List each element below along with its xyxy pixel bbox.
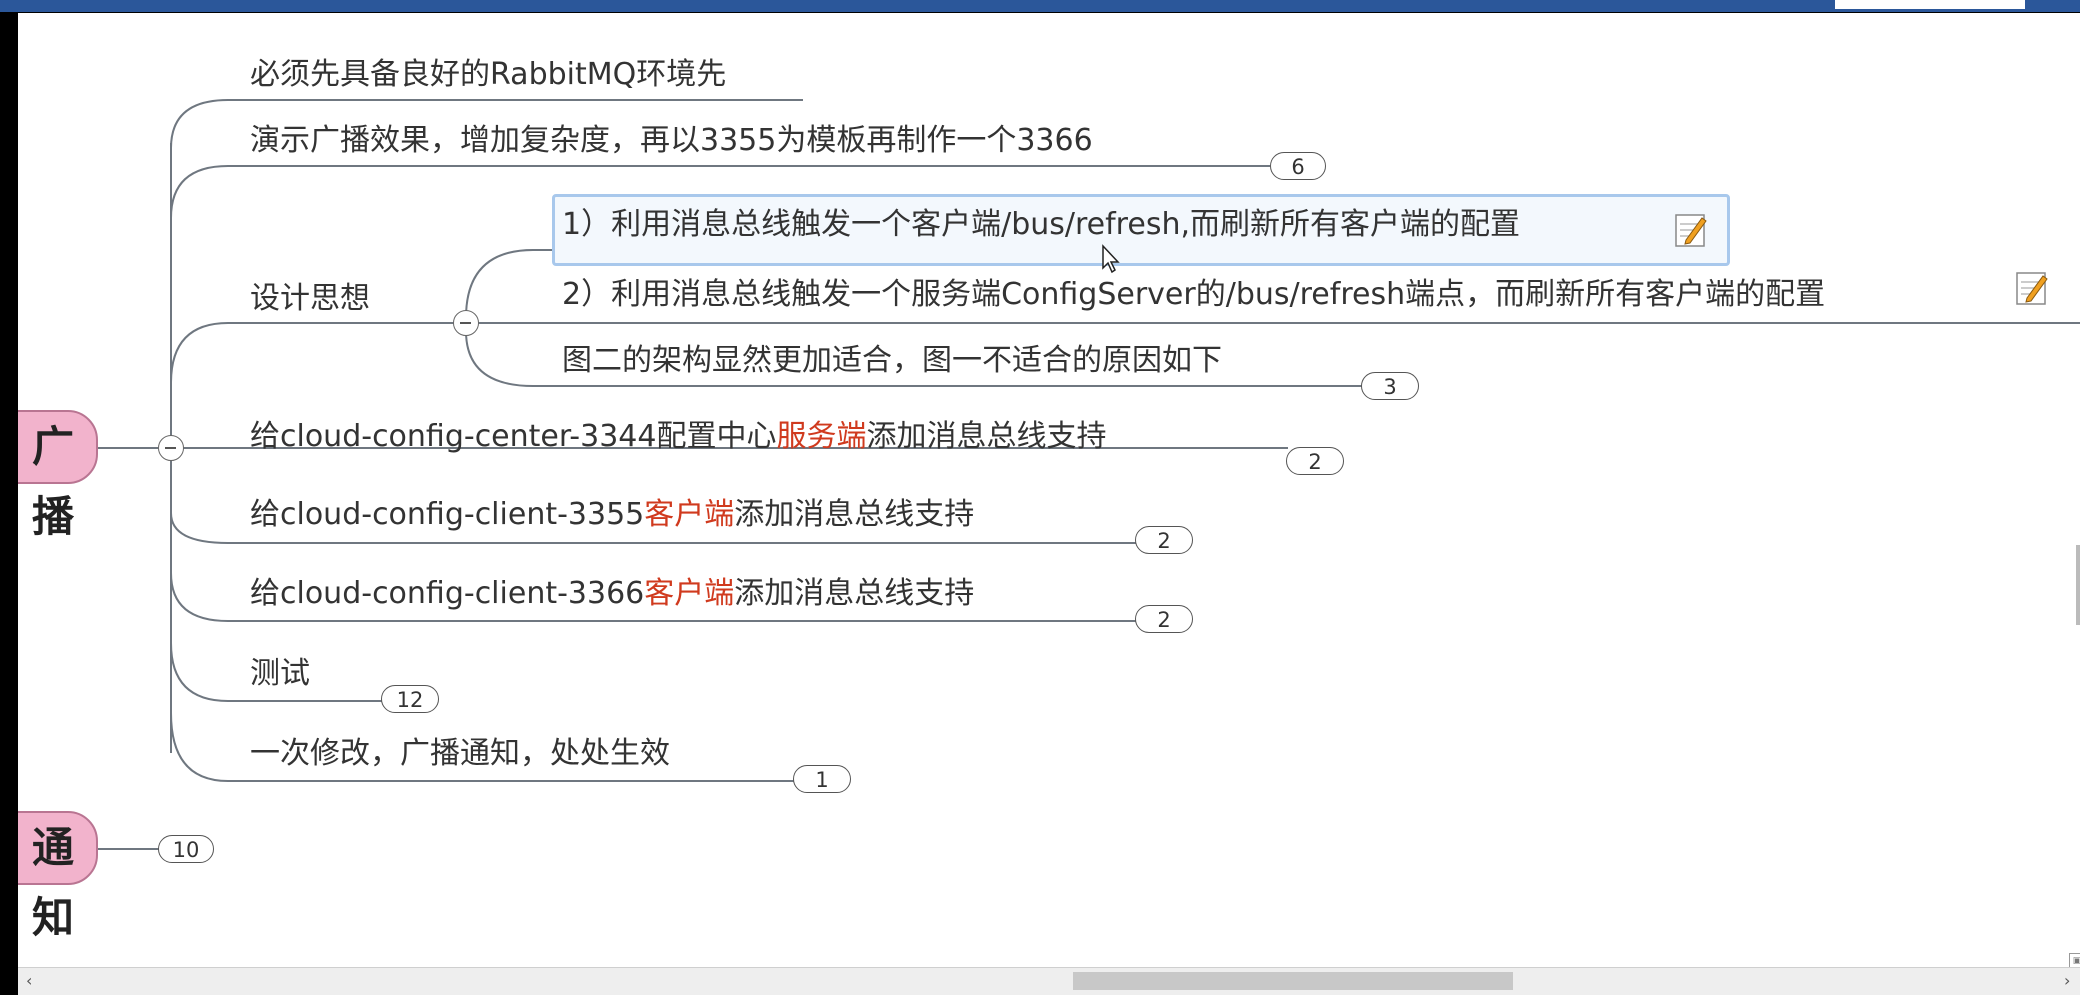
- central-topic-notify[interactable]: 通知: [18, 811, 98, 942]
- note-pencil-icon[interactable]: [2015, 270, 2049, 306]
- selected-topic-highlight: [552, 194, 1730, 266]
- horizontal-scrollbar-thumb[interactable]: [1073, 972, 1513, 990]
- topic-prefix: 给cloud-config-center-3344配置中心: [250, 419, 777, 454]
- top-toolbar: [0, 0, 2080, 12]
- mouse-cursor-icon: [1102, 244, 1120, 274]
- topic-rabbitmq-env[interactable]: 必须先具备良好的RabbitMQ环境先: [250, 57, 727, 92]
- scroll-left-icon[interactable]: ‹: [26, 971, 33, 990]
- central-topic-label: 广播: [31, 422, 74, 541]
- topic-prefix: 给cloud-config-client-3355: [250, 497, 645, 532]
- subtopic-server-refresh[interactable]: 2）利用消息总线触发一个服务端ConfigServer的/bus/refresh…: [562, 277, 1826, 312]
- collapsed-count-badge[interactable]: 12: [381, 685, 439, 713]
- topic-one-change-broadcast[interactable]: 一次修改，广播通知，处处生效: [250, 736, 670, 771]
- resize-corner-icon[interactable]: ▣: [2069, 953, 2080, 968]
- topic-suffix: 添加消息总线支持: [734, 576, 975, 611]
- subtopic-architecture-note[interactable]: 图二的架构显然更加适合，图一不适合的原因如下: [562, 343, 1222, 378]
- central-topic-broadcast[interactable]: 广播: [18, 410, 98, 541]
- topic-config-center-bus[interactable]: 给cloud-config-center-3344配置中心服务端添加消息总线支持: [250, 419, 1106, 455]
- topic-testing[interactable]: 测试: [250, 656, 310, 691]
- topic-client-3366-bus[interactable]: 给cloud-config-client-3366客户端添加消息总线支持: [250, 576, 974, 612]
- collapsed-count-badge[interactable]: 3: [1361, 372, 1419, 400]
- topic-client-3355-bus[interactable]: 给cloud-config-client-3355客户端添加消息总线支持: [250, 497, 974, 533]
- horizontal-scrollbar[interactable]: ‹ ›: [18, 967, 2080, 995]
- collapsed-count-badge[interactable]: 10: [158, 835, 214, 863]
- topic-broadcast-demo[interactable]: 演示广播效果，增加复杂度，再以3355为模板再制作一个3366: [250, 123, 1093, 158]
- scroll-right-icon[interactable]: ›: [2064, 971, 2071, 990]
- note-pencil-icon[interactable]: [1674, 212, 1708, 248]
- topic-highlight: 客户端: [644, 576, 735, 611]
- collapsed-count-badge[interactable]: 2: [1286, 447, 1344, 475]
- collapsed-count-badge[interactable]: 6: [1270, 152, 1326, 180]
- topic-design-thinking[interactable]: 设计思想: [250, 281, 370, 316]
- collapsed-count-badge[interactable]: 2: [1135, 605, 1193, 633]
- topic-highlight: 客户端: [644, 497, 735, 532]
- central-topic-label: 通知: [31, 823, 74, 942]
- topic-suffix: 添加消息总线支持: [866, 419, 1107, 454]
- topic-prefix: 给cloud-config-client-3366: [250, 576, 645, 611]
- collapsed-count-badge[interactable]: 2: [1135, 526, 1193, 554]
- topic-highlight: 服务端: [776, 419, 867, 454]
- topic-suffix: 添加消息总线支持: [734, 497, 975, 532]
- vertical-scrollbar-thumb[interactable]: [2076, 545, 2080, 625]
- search-input[interactable]: [1835, 0, 2025, 9]
- collapse-minus-icon[interactable]: [158, 435, 184, 461]
- collapse-minus-icon[interactable]: [453, 310, 479, 336]
- collapsed-count-badge[interactable]: 1: [793, 765, 851, 793]
- mindmap-canvas: 广播 通知 10 必须先具备良好的RabbitMQ环境先 演示广播效果，增加复杂…: [18, 13, 2080, 968]
- subtopic-client-refresh[interactable]: 1）利用消息总线触发一个客户端/bus/refresh,而刷新所有客户端的配置: [562, 207, 1520, 242]
